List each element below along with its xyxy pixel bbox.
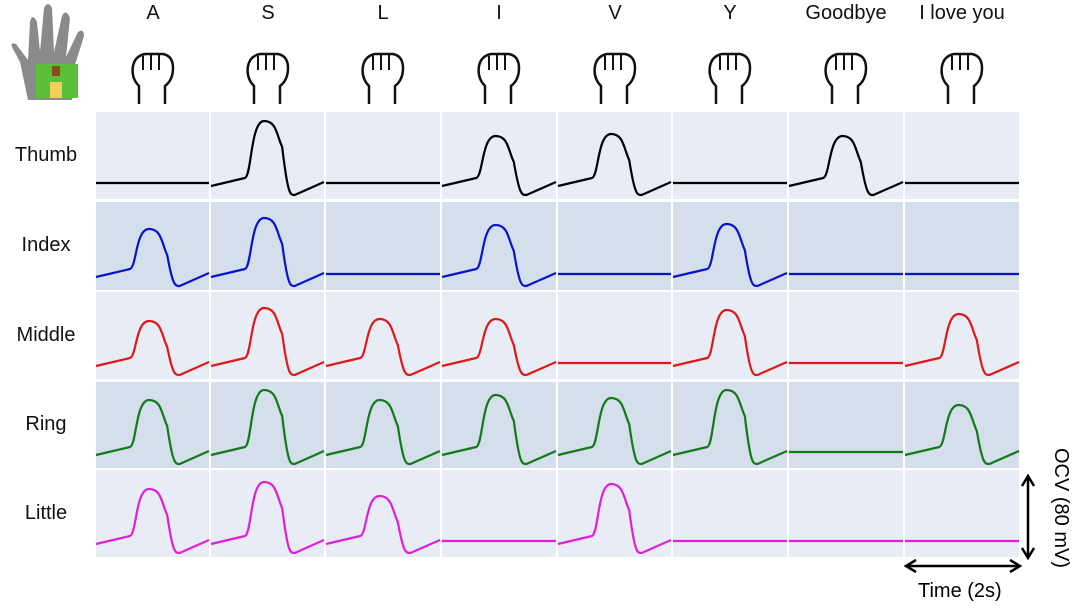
panel-index-6 xyxy=(789,202,903,290)
trace-index-1 xyxy=(210,216,325,288)
panel-middle-7 xyxy=(905,292,1019,379)
voltage-scale-arrow xyxy=(1020,473,1036,561)
panel-little-2 xyxy=(326,470,440,557)
panel-ring-2 xyxy=(326,382,440,468)
trace-middle-7 xyxy=(904,312,1020,377)
time-scale-label: Time (2s) xyxy=(918,580,1002,602)
panel-middle-2 xyxy=(326,292,440,379)
panel-thumb-5 xyxy=(673,112,787,199)
time-scale-arrow xyxy=(903,558,1023,574)
hand-sign-icon xyxy=(940,52,984,104)
finger-label: Little xyxy=(24,501,68,524)
panel-thumb-3 xyxy=(442,112,556,199)
finger-label: Ring xyxy=(25,413,67,435)
panel-index-4 xyxy=(558,202,671,290)
panel-middle-5 xyxy=(673,292,787,379)
panel-index-3 xyxy=(442,202,556,290)
panel-little-6 xyxy=(789,470,903,557)
finger-label: Thumb xyxy=(14,143,78,166)
trace-ring-5 xyxy=(672,388,788,466)
gesture-label: V xyxy=(608,2,622,24)
panel-index-7 xyxy=(905,202,1019,290)
hand-sign-icon xyxy=(824,52,868,104)
trace-thumb-3 xyxy=(441,134,557,197)
gesture-label: Goodbye xyxy=(805,2,887,24)
panel-little-0 xyxy=(96,470,209,557)
panel-little-4 xyxy=(558,470,671,557)
panel-index-1 xyxy=(211,202,324,290)
trace-little-4 xyxy=(557,482,672,555)
panel-middle-0 xyxy=(96,292,209,379)
trace-ring-0 xyxy=(95,398,210,466)
trace-index-5 xyxy=(672,222,788,288)
trace-little-1 xyxy=(210,480,325,555)
panel-ring-4 xyxy=(558,382,671,468)
trace-index-0 xyxy=(95,227,210,288)
gesture-label: S xyxy=(261,2,275,24)
panel-thumb-0 xyxy=(96,112,209,199)
trace-little-0 xyxy=(95,487,210,555)
panel-thumb-4 xyxy=(558,112,671,199)
panel-index-0 xyxy=(96,202,209,290)
panel-thumb-1 xyxy=(211,112,324,199)
trace-middle-1 xyxy=(210,306,325,377)
trace-index-3 xyxy=(441,223,557,288)
trace-middle-5 xyxy=(672,308,788,377)
trace-ring-4 xyxy=(557,396,672,466)
trace-ring-2 xyxy=(325,398,441,466)
trace-middle-0 xyxy=(95,319,210,377)
hand-sign-icon xyxy=(593,52,637,104)
finger-label: Middle xyxy=(16,323,76,346)
trace-ring-7 xyxy=(904,403,1020,466)
panel-middle-6 xyxy=(789,292,903,379)
gesture-label: A xyxy=(146,2,160,24)
trace-ring-1 xyxy=(210,388,325,466)
voltage-scale-label: OCV (80 mV) xyxy=(1050,448,1072,569)
trace-thumb-4 xyxy=(557,132,672,197)
sensor-glove-illustration xyxy=(11,4,84,100)
hand-sign-icon xyxy=(477,52,521,104)
hand-sign-icon xyxy=(131,52,175,104)
panel-thumb-2 xyxy=(326,112,440,199)
finger-label: Index xyxy=(21,234,71,256)
gesture-label: I xyxy=(496,2,502,24)
panel-little-3 xyxy=(442,470,556,557)
trace-thumb-6 xyxy=(788,134,904,197)
panel-index-5 xyxy=(673,202,787,290)
panel-index-2 xyxy=(326,202,440,290)
panel-ring-7 xyxy=(905,382,1019,468)
panel-middle-4 xyxy=(558,292,671,379)
panel-ring-1 xyxy=(211,382,324,468)
trace-middle-3 xyxy=(441,317,557,377)
trace-thumb-1 xyxy=(210,119,325,197)
trace-middle-2 xyxy=(325,317,441,377)
trace-ring-3 xyxy=(441,393,557,466)
panel-middle-3 xyxy=(442,292,556,379)
panel-ring-6 xyxy=(789,382,903,468)
panel-thumb-6 xyxy=(789,112,903,199)
panel-little-5 xyxy=(673,470,787,557)
panel-little-1 xyxy=(211,470,324,557)
panel-ring-0 xyxy=(96,382,209,468)
trace-little-2 xyxy=(325,494,441,555)
gesture-label: I love you xyxy=(919,2,1005,24)
panel-little-7 xyxy=(905,470,1019,557)
hand-sign-icon xyxy=(708,52,752,104)
panel-thumb-7 xyxy=(905,112,1019,199)
hand-sign-icon xyxy=(246,52,290,104)
hand-sign-icon xyxy=(361,52,405,104)
panel-middle-1 xyxy=(211,292,324,379)
panel-ring-5 xyxy=(673,382,787,468)
gesture-label: Y xyxy=(723,2,737,24)
gesture-label: L xyxy=(377,2,389,24)
